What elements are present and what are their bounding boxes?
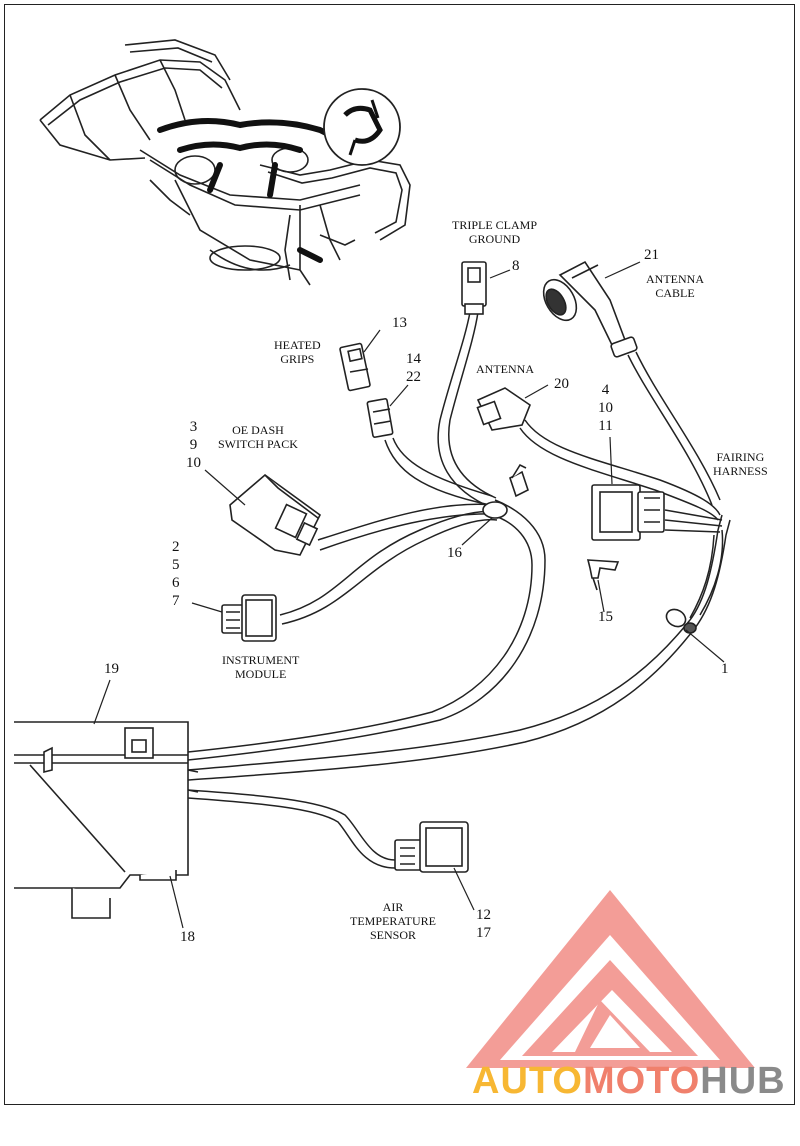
antenna-cable-connector	[542, 260, 638, 358]
label-oe-dash-switch-pack: OE DASH SWITCH PACK	[218, 423, 298, 451]
clamp-16	[482, 463, 529, 519]
air-temperature-sensor-connector	[394, 821, 469, 873]
callout-3-9-10: 3 9 10	[186, 419, 201, 471]
label-air-temperature-sensor: AIR TEMPERATURE SENSOR	[350, 900, 437, 942]
label-antenna: ANTENNA	[476, 362, 534, 376]
callout-15: 15	[598, 609, 613, 625]
callout-2-5-6-7: 2 5 6 7	[172, 539, 180, 609]
harness-clip-15	[586, 559, 620, 591]
oe-dash-switch-pack-connector	[229, 473, 322, 556]
label-triple-clamp-ground: TRIPLE CLAMP GROUND	[452, 218, 538, 246]
watermark-logo-icon	[466, 890, 755, 1068]
callout-14-22: 14 22	[406, 351, 421, 385]
label-antenna-cable: ANTENNA CABLE	[646, 272, 704, 300]
fairing-housing	[14, 721, 199, 919]
watermark-part-moto: MOTO	[582, 1060, 701, 1102]
callout-1: 1	[721, 661, 729, 677]
heated-grips-connector	[339, 342, 371, 392]
antenna-connector	[476, 387, 531, 431]
callout-21: 21	[644, 247, 659, 263]
callout-12-17: 12 17	[476, 907, 491, 941]
fairing-harness-connector	[591, 484, 665, 541]
watermark-part-hub: HUB	[700, 1060, 786, 1102]
label-instrument-module: INSTRUMENT MODULE	[222, 653, 300, 681]
triple-clamp-ground-connector	[461, 261, 487, 315]
callout-19: 19	[104, 661, 119, 677]
watermark-text: AUTOMOTOHUB	[472, 1060, 786, 1103]
instrument-module-connector	[221, 594, 277, 642]
callout-16: 16	[447, 545, 462, 561]
callout-leaders	[93, 261, 725, 929]
callout-13: 13	[392, 315, 407, 331]
callout-4-10-11: 4 10 11	[598, 382, 613, 434]
callout-20: 20	[554, 376, 569, 392]
motorcycle-frame-illustration	[39, 39, 411, 286]
connector-14-22	[366, 398, 394, 438]
harness-wires	[187, 311, 731, 869]
label-heated-grips: HEATED GRIPS	[274, 338, 321, 366]
diagram-frame	[4, 4, 795, 1105]
callout-18: 18	[180, 929, 195, 945]
label-fairing-harness: FAIRING HARNESS	[713, 450, 768, 478]
harness-routing-illustration	[157, 118, 343, 263]
watermark-part-auto: AUTO	[472, 1060, 583, 1102]
clamp-1	[665, 608, 697, 634]
detail-magnifier-circle	[323, 88, 401, 166]
callout-8: 8	[512, 258, 520, 274]
